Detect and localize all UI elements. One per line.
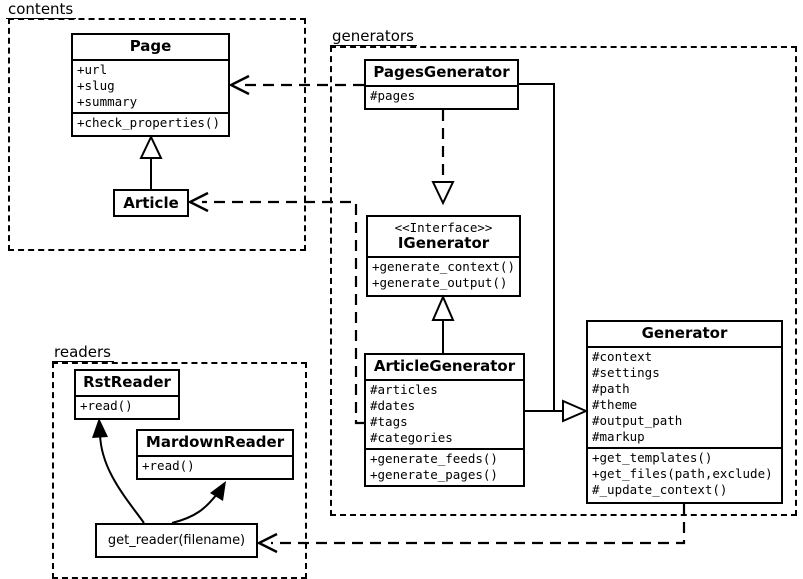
class-article-generator-title: ArticleGenerator	[373, 357, 516, 375]
attribute: #categories	[370, 430, 453, 445]
method: +generate_output()	[372, 275, 508, 290]
attribute: #context	[592, 349, 653, 364]
class-igenerator-stereotype: <<Interface>>	[394, 220, 493, 235]
method: +read()	[142, 458, 195, 473]
attribute: #settings	[592, 365, 660, 380]
class-page-methods: +check_properties()	[73, 112, 228, 133]
package-readers	[52, 362, 307, 579]
method: +generate_context()	[372, 259, 515, 274]
class-article-generator[interactable]: ArticleGenerator #articles #dates #tags …	[364, 353, 525, 487]
class-igenerator-title: IGenerator	[397, 234, 490, 252]
class-mardown-reader-methods: +read()	[138, 455, 292, 476]
class-generator-attributes: #context #settings #path #theme #output_…	[588, 346, 781, 447]
attribute: #path	[592, 381, 630, 396]
package-generators-label: generators	[330, 28, 417, 46]
class-pages-generator[interactable]: PagesGenerator #pages	[364, 59, 519, 110]
class-pages-generator-title: PagesGenerator	[373, 63, 510, 81]
method: +get_files(path,exclude)	[592, 466, 773, 481]
method: #_update_context()	[592, 482, 728, 497]
method: +read()	[80, 398, 133, 413]
class-page[interactable]: Page +url +slug +summary +check_properti…	[71, 33, 230, 137]
method: +get_templates()	[592, 450, 713, 465]
class-rst-reader-title: RstReader	[83, 373, 171, 391]
class-article-generator-methods: +generate_feeds() +generate_pages()	[366, 448, 523, 485]
class-mardown-reader[interactable]: MardownReader +read()	[136, 429, 294, 480]
attribute: +slug	[77, 78, 115, 93]
attribute: +summary	[77, 94, 138, 109]
attribute: #articles	[370, 382, 438, 397]
method: +check_properties()	[77, 115, 220, 130]
class-page-title: Page	[129, 37, 172, 55]
attribute: +url	[77, 62, 108, 77]
function-get-reader[interactable]: get_reader(filename)	[95, 523, 258, 558]
attribute: #dates	[370, 398, 416, 413]
class-rst-reader[interactable]: RstReader +read()	[74, 369, 180, 420]
method: +generate_pages()	[370, 467, 498, 482]
attribute: #pages	[370, 88, 416, 103]
attribute: #markup	[592, 429, 645, 444]
class-mardown-reader-title: MardownReader	[145, 433, 285, 451]
attribute: #theme	[592, 397, 638, 412]
package-contents-label: contents	[6, 1, 77, 19]
attribute: #output_path	[592, 413, 683, 428]
class-generator-methods: +get_templates() +get_files(path,exclude…	[588, 447, 781, 500]
class-rst-reader-methods: +read()	[76, 395, 178, 416]
class-generator-title: Generator	[641, 324, 728, 342]
class-pages-generator-attributes: #pages	[366, 85, 517, 106]
class-igenerator[interactable]: <<Interface>> IGenerator +generate_conte…	[366, 215, 521, 297]
class-article-generator-attributes: #articles #dates #tags #categories	[366, 379, 523, 448]
class-igenerator-methods: +generate_context() +generate_output()	[368, 256, 519, 293]
class-article[interactable]: Article	[113, 189, 189, 217]
package-readers-label: readers	[52, 344, 114, 362]
class-page-attributes: +url +slug +summary	[73, 59, 228, 112]
class-article-title: Article	[123, 193, 179, 212]
method: +generate_feeds()	[370, 451, 498, 466]
attribute: #tags	[370, 414, 408, 429]
class-generator[interactable]: Generator #context #settings #path #them…	[586, 320, 783, 504]
package-contents	[8, 18, 306, 251]
function-get-reader-label: get_reader(filename)	[107, 533, 246, 548]
